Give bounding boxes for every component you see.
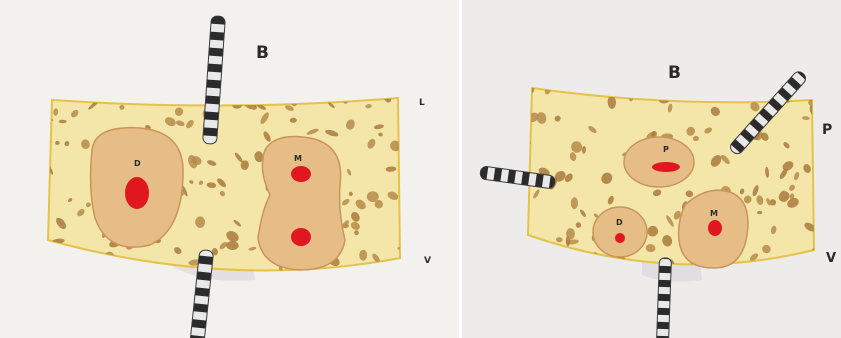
label-right-bottom: V <box>826 251 836 266</box>
panel-title: B <box>668 63 681 83</box>
label-left-cell: D <box>616 218 623 227</box>
label-right-cell: M <box>710 209 718 218</box>
right-follicle-blood-bottom <box>291 228 311 246</box>
bottom-probe <box>656 258 671 338</box>
label-right-cell: M <box>294 154 302 163</box>
pore <box>59 120 67 123</box>
right-diagram-panel: B P V P D M <box>462 0 841 338</box>
label-top-cell: P <box>663 145 669 154</box>
left-follicle <box>593 207 647 257</box>
right-diagram: B P V P D M <box>462 0 841 338</box>
right-follicle-blood-top <box>291 166 311 182</box>
left-follicle-blood <box>125 177 149 209</box>
left-diagram-panel: B L V D M <box>0 0 459 338</box>
label-right-top: P <box>822 122 832 138</box>
panel-title: B <box>256 43 269 63</box>
top-follicle <box>624 137 694 187</box>
label-top: L <box>419 98 425 108</box>
right-follicle-blood <box>708 220 722 236</box>
label-bottom: V <box>424 256 431 266</box>
left-follicle-blood <box>615 233 625 243</box>
top-follicle-blood <box>652 162 680 172</box>
label-left-cell: D <box>134 159 141 168</box>
left-diagram: B L V D M <box>0 0 459 338</box>
